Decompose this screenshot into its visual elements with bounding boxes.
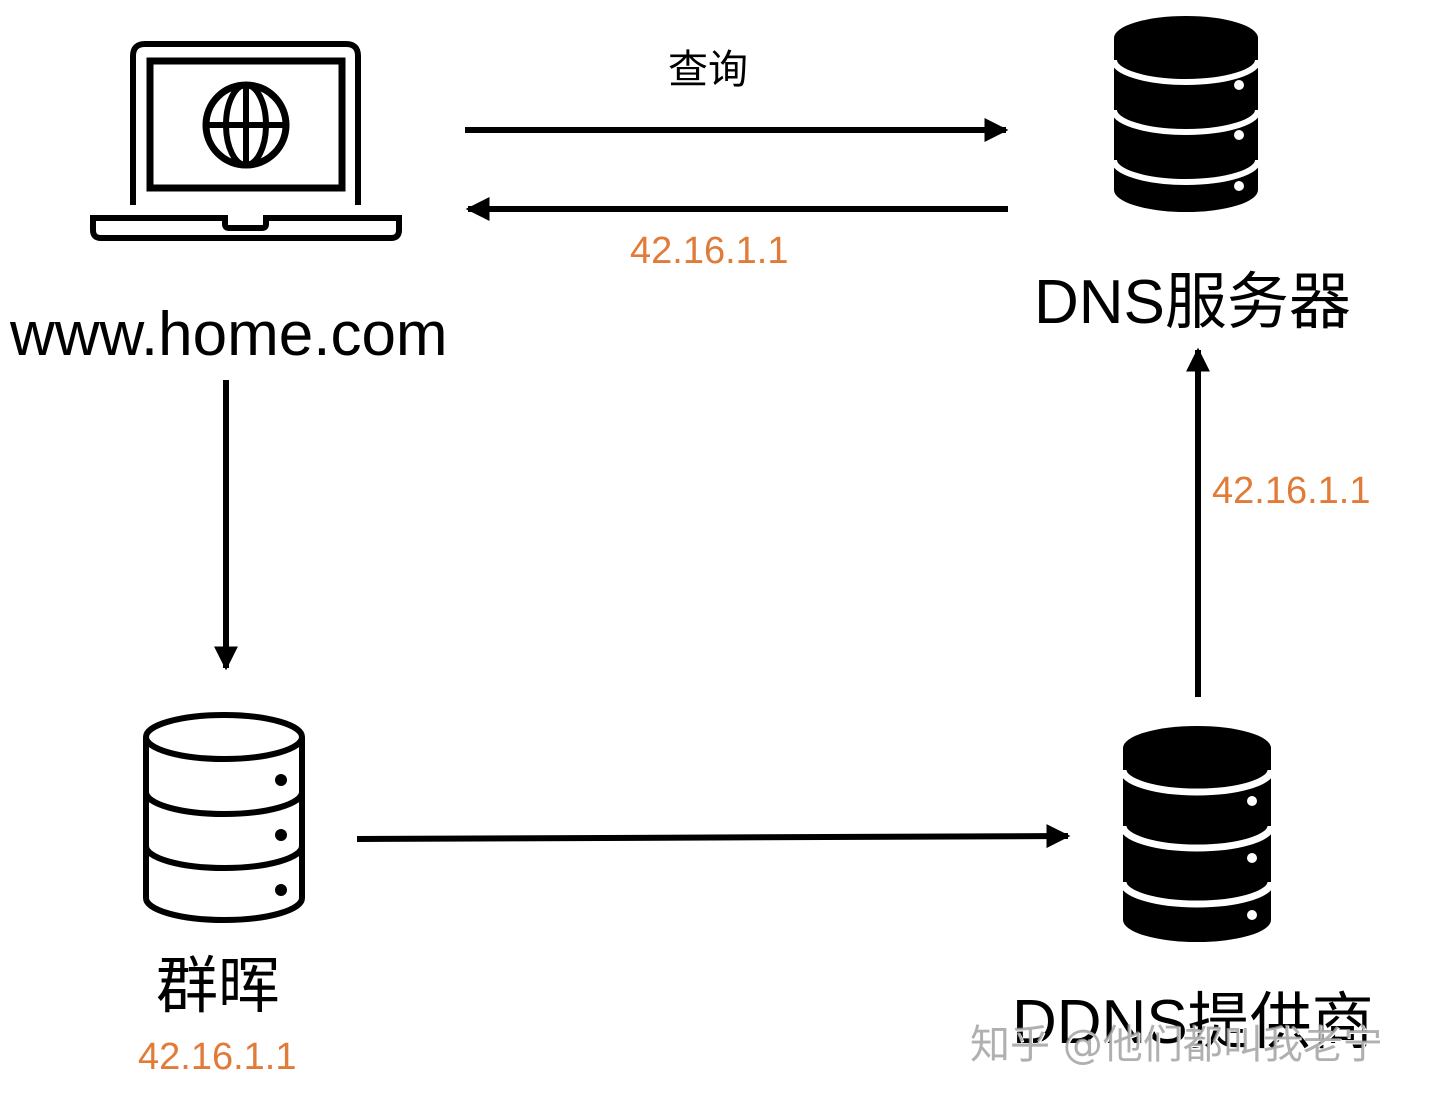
ddns-provider-server-icon (1119, 726, 1275, 942)
nas-to-ddns-arrow (356, 824, 1071, 849)
ddns-to-dns-ip-label: 42.16.1.1 (1212, 470, 1371, 512)
laptop-globe-icon (90, 41, 402, 241)
dns-server-label: DNS服务器 (1034, 268, 1351, 337)
nas-ip-label: 42.16.1.1 (138, 1036, 297, 1078)
client-domain-label: www.home.com (10, 300, 448, 369)
query-label: 查询 (668, 47, 748, 93)
watermark: 知乎 @他们都叫我老宁 (970, 1022, 1383, 1068)
ddns-provider-label: DDNS提供商 (1012, 988, 1374, 1057)
nas-server-icon (143, 712, 305, 923)
dns-server-icon (1111, 16, 1261, 212)
nas-label: 群晖 (156, 952, 281, 1021)
dns-reply-ip-label: 42.16.1.1 (630, 230, 789, 272)
